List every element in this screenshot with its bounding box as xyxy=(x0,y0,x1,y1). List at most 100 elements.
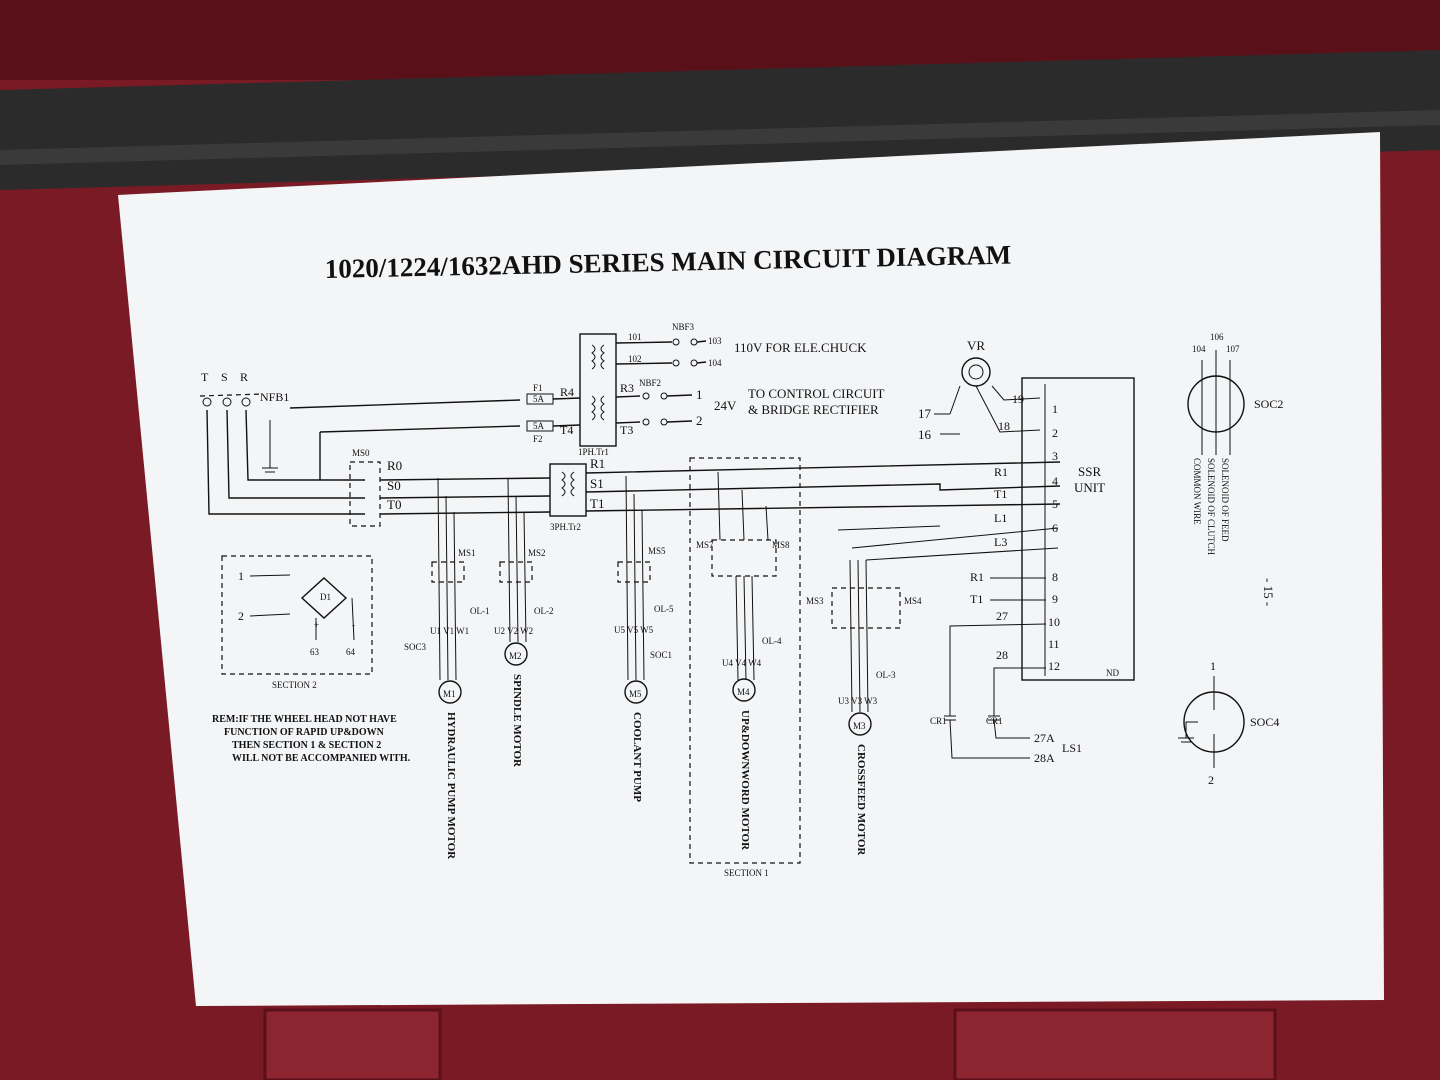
m5-ms-label: MS5 xyxy=(648,546,666,556)
ssr-wire-t1-out: T1 xyxy=(970,592,983,606)
m3-ms-b-label: MS4 xyxy=(904,596,922,606)
wire-t-main xyxy=(206,409,365,515)
vr-arrows xyxy=(934,413,960,435)
bus-right xyxy=(585,461,1061,512)
motor-m5-icon xyxy=(624,680,648,704)
tap-s1: S1 xyxy=(590,476,604,491)
soc2-label-common: COMMON WIRE xyxy=(1192,458,1202,525)
m1-contactor xyxy=(431,561,465,583)
motor-m2-name: SPINDLE MOTOR xyxy=(511,674,523,768)
ssr-pin-6: 6 xyxy=(1052,521,1058,535)
ssr-wire-27: 27 xyxy=(996,609,1008,623)
m2-ol-label: OL-2 xyxy=(534,606,554,616)
breaker-pole-t xyxy=(202,397,212,407)
motor-m5-name: COOLANT PUMP xyxy=(631,712,643,802)
ssr-unit-group: SSR UNIT ND 1 2 3 4 5 6 8 9 10 11 12 R1 … xyxy=(949,377,1135,716)
motor-m1-icon xyxy=(438,680,462,704)
m5-contactor xyxy=(617,561,651,583)
breaker-pole-s xyxy=(222,397,232,407)
wire-to-fuse-f1 xyxy=(289,399,521,409)
soc2-label: SOC2 xyxy=(1254,397,1283,411)
motor-m3-icon xyxy=(848,712,872,736)
soc2-pins xyxy=(1201,350,1231,455)
nbf2-contact-a xyxy=(642,392,650,400)
ssr-wire-28: 28 xyxy=(996,648,1008,662)
remark-line-1: REM:IF THE WHEEL HEAD NOT HAVE xyxy=(212,714,397,725)
ssr-wire-l1: L1 xyxy=(994,511,1007,525)
soc2-group: 106 104 107 SOC2 SOLENOID OF FEED SOLENO… xyxy=(1187,332,1283,556)
soc2-pin-107: 107 xyxy=(1226,344,1240,354)
tap-t3: T3 xyxy=(620,423,633,437)
socket-soc1: SOC1 xyxy=(650,650,672,660)
vr-pin-19: 19 xyxy=(1012,392,1024,406)
remark-block: REM:IF THE WHEEL HEAD NOT HAVE FUNCTION … xyxy=(212,714,411,764)
soc4-pin-2: 2 xyxy=(1208,773,1214,787)
m2-wires xyxy=(507,477,527,643)
m5-terms: U5 V5 W5 xyxy=(614,625,654,635)
transformer-3ph-group: 3PH.Tr2 R1 S1 T1 xyxy=(549,456,1061,532)
section-2-label: SECTION 2 xyxy=(272,680,317,690)
transformer-1ph-group: F1 F2 5A 5A R4 T4 1PH.Tr1 101 102 R3 T3 … xyxy=(526,322,885,457)
m3-ms-label: MS3 xyxy=(806,596,824,606)
control-label-2: & BRIDGE RECTIFIER xyxy=(748,402,879,417)
coil-upper xyxy=(591,344,605,370)
motor-branch-3: MS3 MS4 OL-3 U3 V3 W3 M3 CROSSFEED MOTOR xyxy=(806,525,1059,856)
m4-ol-label: OL-4 xyxy=(762,636,782,646)
motor-m2-icon xyxy=(504,642,528,666)
ssr-pin-4: 4 xyxy=(1052,474,1058,488)
transformer-3ph-label: 3PH.Tr2 xyxy=(550,522,581,532)
ssr-pin-11: 11 xyxy=(1048,637,1060,651)
out-1: 1 xyxy=(696,387,703,402)
m3-feed xyxy=(837,525,1059,561)
bridge-rectifier xyxy=(300,577,348,619)
ssr-label-1: SSR xyxy=(1078,464,1101,479)
ssr-out-wires xyxy=(990,577,1046,601)
wire-to-fuse-f2 xyxy=(319,425,521,480)
m1-terms: U1 V1 W1 xyxy=(430,626,469,636)
section-2-box xyxy=(221,555,373,675)
voltage-24v: 24V xyxy=(714,398,737,413)
ls1-out-28a: 28A xyxy=(1034,751,1055,765)
coil-lower xyxy=(591,395,605,421)
wire-s-main xyxy=(226,409,365,499)
ls1-out-27a: 27A xyxy=(1034,731,1055,745)
ground-symbol xyxy=(262,420,278,473)
socket-soc3: SOC3 xyxy=(404,642,427,652)
breaker-pole-r xyxy=(241,397,251,407)
soc4-group: 1 2 SOC4 xyxy=(1178,659,1279,787)
ssr-pin-8: 8 xyxy=(1052,570,1058,584)
breaker-linkage xyxy=(199,393,263,397)
ms0-label: MS0 xyxy=(352,448,370,458)
ls1-label: LS1 xyxy=(1062,741,1082,755)
motor-m3-symbol: M3 xyxy=(853,721,866,731)
soc2-label-feed: SOLENOID OF FEED xyxy=(1220,458,1230,542)
motor-m2-symbol: M2 xyxy=(509,651,522,661)
phase-s-label: S xyxy=(221,370,228,384)
vr-group: VR 17 16 19 18 xyxy=(918,338,1041,442)
out-2: 2 xyxy=(696,413,703,428)
supply-group: T S R NFB1 xyxy=(199,370,521,515)
phase-r-label: R xyxy=(240,370,248,384)
cr1-label-left: CR1 xyxy=(930,716,947,726)
m2-contactor xyxy=(499,561,533,583)
remark-line-4: WILL NOT BE ACCOMPANIED WITH. xyxy=(232,753,411,764)
motor-m4-name: UP&DOWNWORD MOTOR xyxy=(739,710,751,851)
fuse-f2-label: F2 xyxy=(533,434,543,444)
ls1-wires xyxy=(949,719,1030,759)
m5-wires xyxy=(625,475,645,681)
remark-line-2: FUNCTION OF RAPID UP&DOWN xyxy=(224,727,385,738)
section-1-label: SECTION 1 xyxy=(724,868,769,878)
vr-label: VR xyxy=(967,338,985,353)
section-1-group: SECTION 1 MS7 MS8 OL-4 U4 V4 W4 M4 UP&DO… xyxy=(689,457,801,878)
section-2-outputs xyxy=(315,597,355,641)
soc4-ground-icon xyxy=(1178,737,1194,743)
coil-3ph xyxy=(561,471,575,497)
ssr-corner: ND xyxy=(1106,668,1119,678)
motor-branch-2: MS2 OL-2 U2 V2 W2 M2 SPINDLE MOTOR xyxy=(494,477,554,768)
section-2-arrows xyxy=(249,574,291,617)
tap-102: 102 xyxy=(628,354,642,364)
m1-wires xyxy=(437,477,457,681)
ms0-outputs xyxy=(379,477,551,515)
soc4-pins xyxy=(1185,676,1215,768)
